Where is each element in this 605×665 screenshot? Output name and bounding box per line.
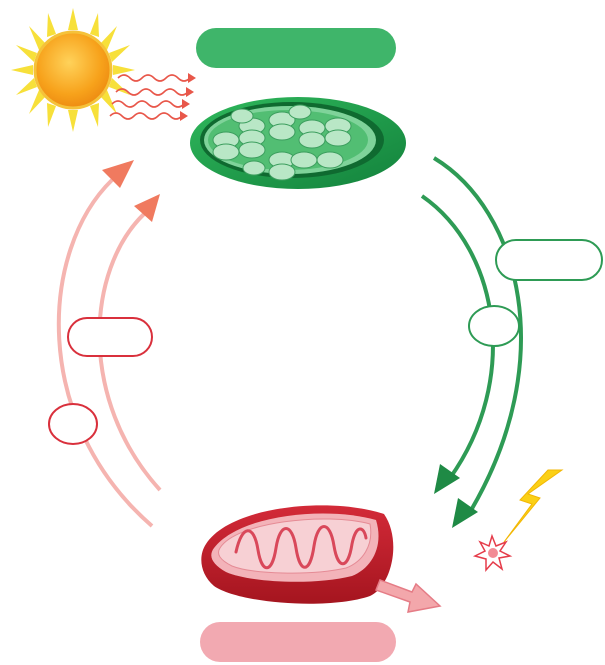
top-label-box[interactable] (196, 28, 396, 68)
chloroplast-icon (190, 97, 406, 189)
right-label-circle[interactable] (469, 306, 519, 346)
light-waves-icon (110, 75, 190, 119)
left-label-circle[interactable] (49, 404, 97, 444)
green-arrow-inner (422, 196, 493, 494)
right-label-box[interactable] (496, 240, 602, 280)
mitochondrion-icon (201, 505, 393, 603)
bottom-label-box[interactable] (200, 622, 396, 662)
left-label-box[interactable] (68, 318, 152, 356)
lightning-bolt-icon (504, 470, 562, 542)
heat-arrow-icon (376, 580, 440, 612)
